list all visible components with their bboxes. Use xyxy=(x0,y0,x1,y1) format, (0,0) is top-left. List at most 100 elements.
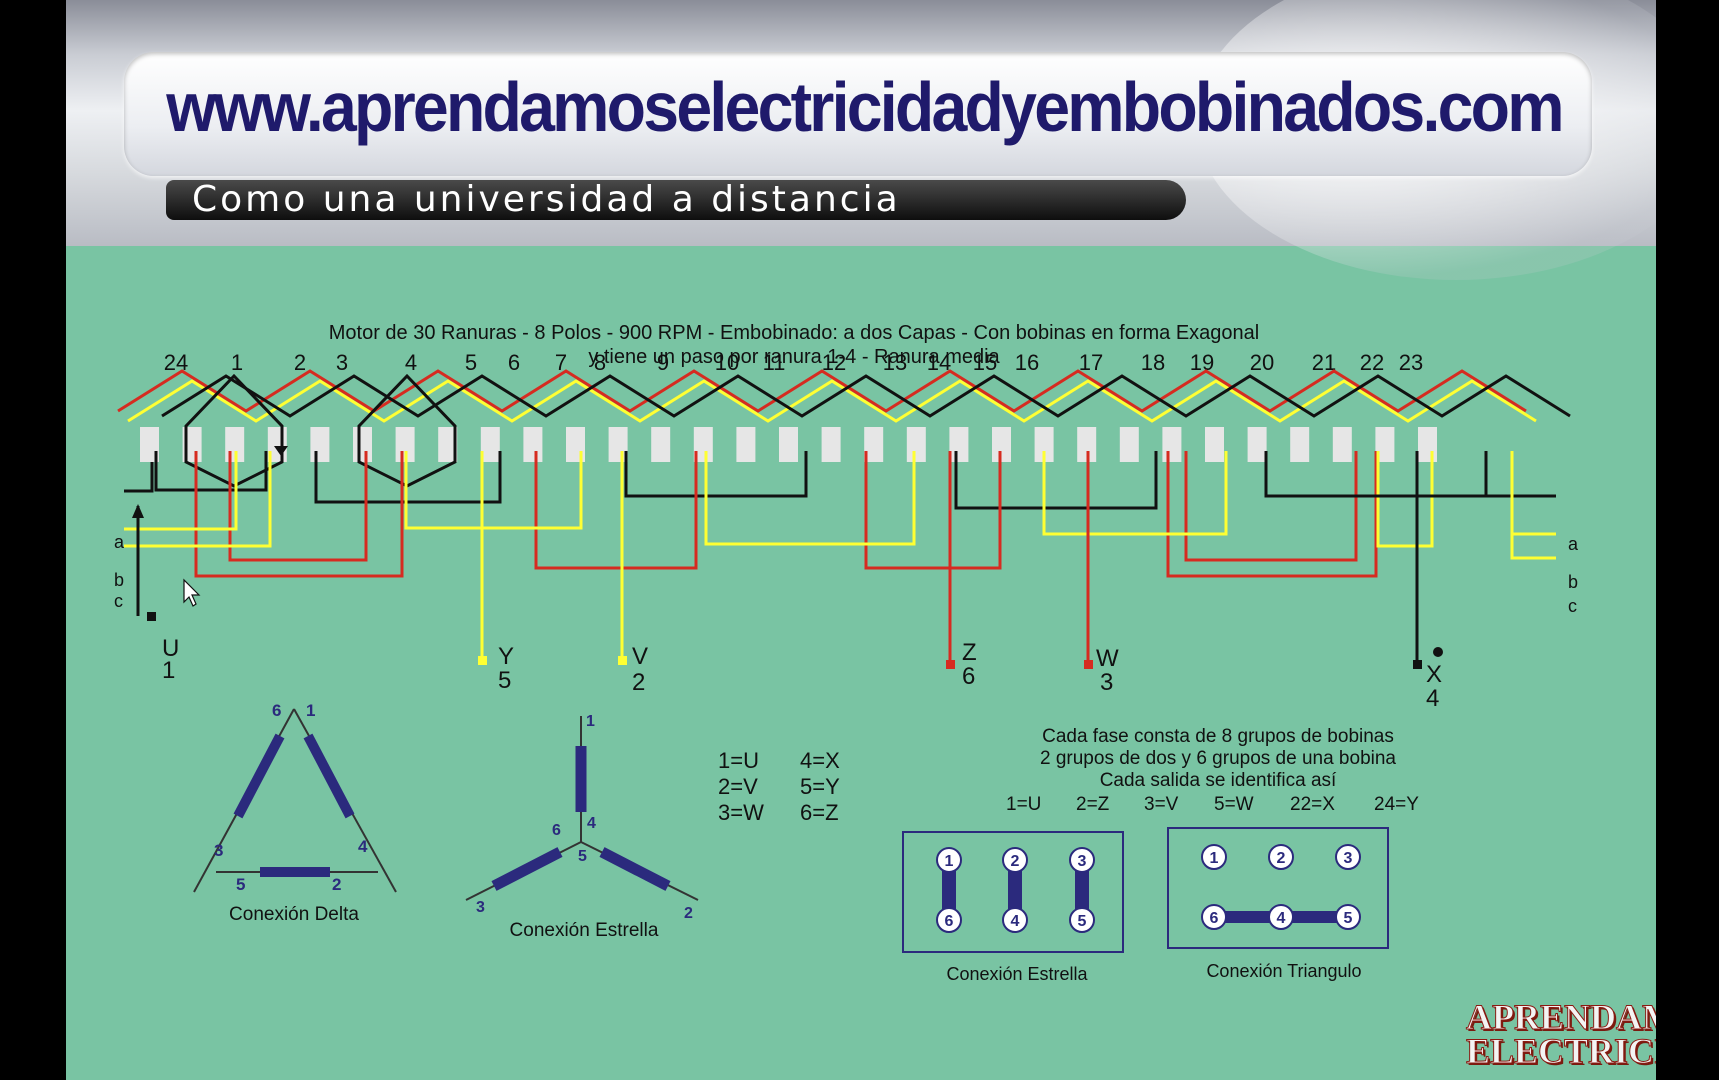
star-terminal-1: 1 xyxy=(586,713,595,730)
terminal-z-marker xyxy=(946,660,955,669)
slot-number: 14 xyxy=(927,350,951,375)
slot-number: 23 xyxy=(1399,350,1423,375)
left-line-b: b xyxy=(114,570,124,590)
stator-slot xyxy=(1247,427,1267,462)
red-coil-return xyxy=(1166,451,1378,578)
terminal-stud xyxy=(1335,844,1361,870)
stator-slot xyxy=(1162,427,1182,462)
equivalence-item: 3=W xyxy=(718,800,764,825)
aprendamos-electricidad-logo: APRENDAMOS ELECTRICIDAD xyxy=(1466,999,1657,1072)
terminal-stud xyxy=(1002,907,1028,933)
stator-slot xyxy=(1034,427,1054,462)
slot-number: 2 xyxy=(294,350,306,375)
terminal-w: W 3 xyxy=(1084,645,1119,696)
delta-terminal-1: 1 xyxy=(306,701,315,720)
stator-slot xyxy=(1332,427,1352,462)
phase-identifiers: 1=U 2=Z 3=V 5=W 22=X 24=Y xyxy=(1006,794,1419,815)
stator-slot xyxy=(821,427,841,462)
phase-notes: Cada fase consta de 8 grupos de bobinas … xyxy=(1040,726,1396,791)
terminal-stud-label: 4 xyxy=(1277,910,1286,927)
terminal-stud-label: 3 xyxy=(1078,853,1087,870)
arrow-down-icon xyxy=(274,446,288,456)
stator-slot xyxy=(906,427,926,462)
line-b-right xyxy=(1510,451,1556,536)
right-line-c: c xyxy=(1568,596,1577,616)
site-header-banner: www.aprendamoselectricidadyembobinados.c… xyxy=(66,0,1656,280)
terminal-w-letter: W xyxy=(1096,645,1119,672)
stator-slot xyxy=(693,427,713,462)
yellow-coil-return xyxy=(1042,451,1228,536)
terminal-x-letter: X xyxy=(1426,661,1442,688)
slogan-bar xyxy=(166,180,1186,220)
slot-number: 5 xyxy=(465,350,477,375)
star-terminal-5: 5 xyxy=(578,848,587,865)
delta-terminal-3: 3 xyxy=(214,841,223,860)
phase-identifier: 3=V xyxy=(1144,794,1179,815)
terminal-stud-label: 2 xyxy=(1011,853,1020,870)
terminal-x-dot xyxy=(1433,647,1443,657)
terminal-y-number: 5 xyxy=(498,667,511,694)
terminal-stud xyxy=(936,847,962,873)
stator-slot xyxy=(480,427,500,462)
winding-wires xyxy=(117,369,1571,664)
terminal-stud xyxy=(936,907,962,933)
phase-note-line1: Cada fase consta de 8 grupos de bobinas xyxy=(1042,726,1394,747)
black-hexagonal-coil xyxy=(357,373,457,488)
terminal-stud-label: 5 xyxy=(1344,910,1353,927)
slot-number: 13 xyxy=(883,350,907,375)
slot-number: 6 xyxy=(508,350,520,375)
watermark-line2: ELECTRICIDAD xyxy=(1466,1031,1657,1071)
star-terminal-4: 4 xyxy=(587,815,596,832)
yellow-coil-return xyxy=(1376,451,1434,548)
yellow-coil-return xyxy=(704,451,916,546)
slogan-text: Como una universidad a distancia xyxy=(192,179,901,220)
phase-identifier: 22=X xyxy=(1290,794,1335,815)
stator-slot xyxy=(1119,427,1139,462)
slot-number: 9 xyxy=(657,350,669,375)
stator-slot xyxy=(438,427,458,462)
terminal-stud-label: 1 xyxy=(945,853,954,870)
terminal-stud xyxy=(1335,904,1361,930)
terminal-u-number: 1 xyxy=(162,657,175,684)
terminal-z-letter: Z xyxy=(962,639,977,666)
diagram-title-line2: y tiene un paso por ranura 1-4 - Ranura … xyxy=(588,346,1000,368)
terminal-x-number: 4 xyxy=(1426,685,1439,712)
equivalence-item: 1=U xyxy=(718,748,759,773)
phase-note-line3: Cada salida se identifica así xyxy=(1100,770,1337,791)
stator-slot xyxy=(395,427,415,462)
left-line-c: c xyxy=(114,591,123,611)
black-coil-return xyxy=(154,451,268,492)
terminal-stud xyxy=(1002,847,1028,873)
delta-terminal-2: 2 xyxy=(332,875,341,894)
slot-number: 16 xyxy=(1015,350,1039,375)
delta-terminal-6: 6 xyxy=(272,701,281,720)
star-terminal-3: 3 xyxy=(476,899,485,916)
terminal-y-marker xyxy=(478,656,487,665)
terminal-stud-label: 6 xyxy=(1210,910,1219,927)
terminal-w-marker xyxy=(1084,660,1093,669)
equivalence-item: 5=Y xyxy=(800,774,840,799)
line-c-right xyxy=(1510,451,1556,560)
terminal-w-number: 3 xyxy=(1100,669,1113,696)
mouse-pointer-icon xyxy=(183,578,201,607)
slot-number: 20 xyxy=(1250,350,1274,375)
line-b-left xyxy=(124,451,238,531)
stator-slot xyxy=(1418,427,1437,462)
slot-number: 11 xyxy=(763,350,786,375)
star-terminal-2: 2 xyxy=(684,905,693,922)
stator-slot xyxy=(779,427,798,462)
black-coil-return xyxy=(624,451,808,498)
equivalence-list: 1=U 4=X 2=V 5=Y 3=W 6=Z xyxy=(718,748,840,825)
stator-slot xyxy=(1077,427,1097,462)
terminal-u-letter: U xyxy=(162,635,179,662)
terminal-stud xyxy=(1201,844,1227,870)
stator-slot xyxy=(1375,427,1395,462)
terminal-stud-label: 2 xyxy=(1277,850,1286,867)
delta-terminal-5: 5 xyxy=(236,875,245,894)
slot-number: 22 xyxy=(1360,350,1384,375)
terminal-v-number: 2 xyxy=(632,669,645,696)
slot-number: 12 xyxy=(822,350,846,375)
delta-terminal-4: 4 xyxy=(358,837,368,856)
red-coil-return xyxy=(534,451,698,570)
